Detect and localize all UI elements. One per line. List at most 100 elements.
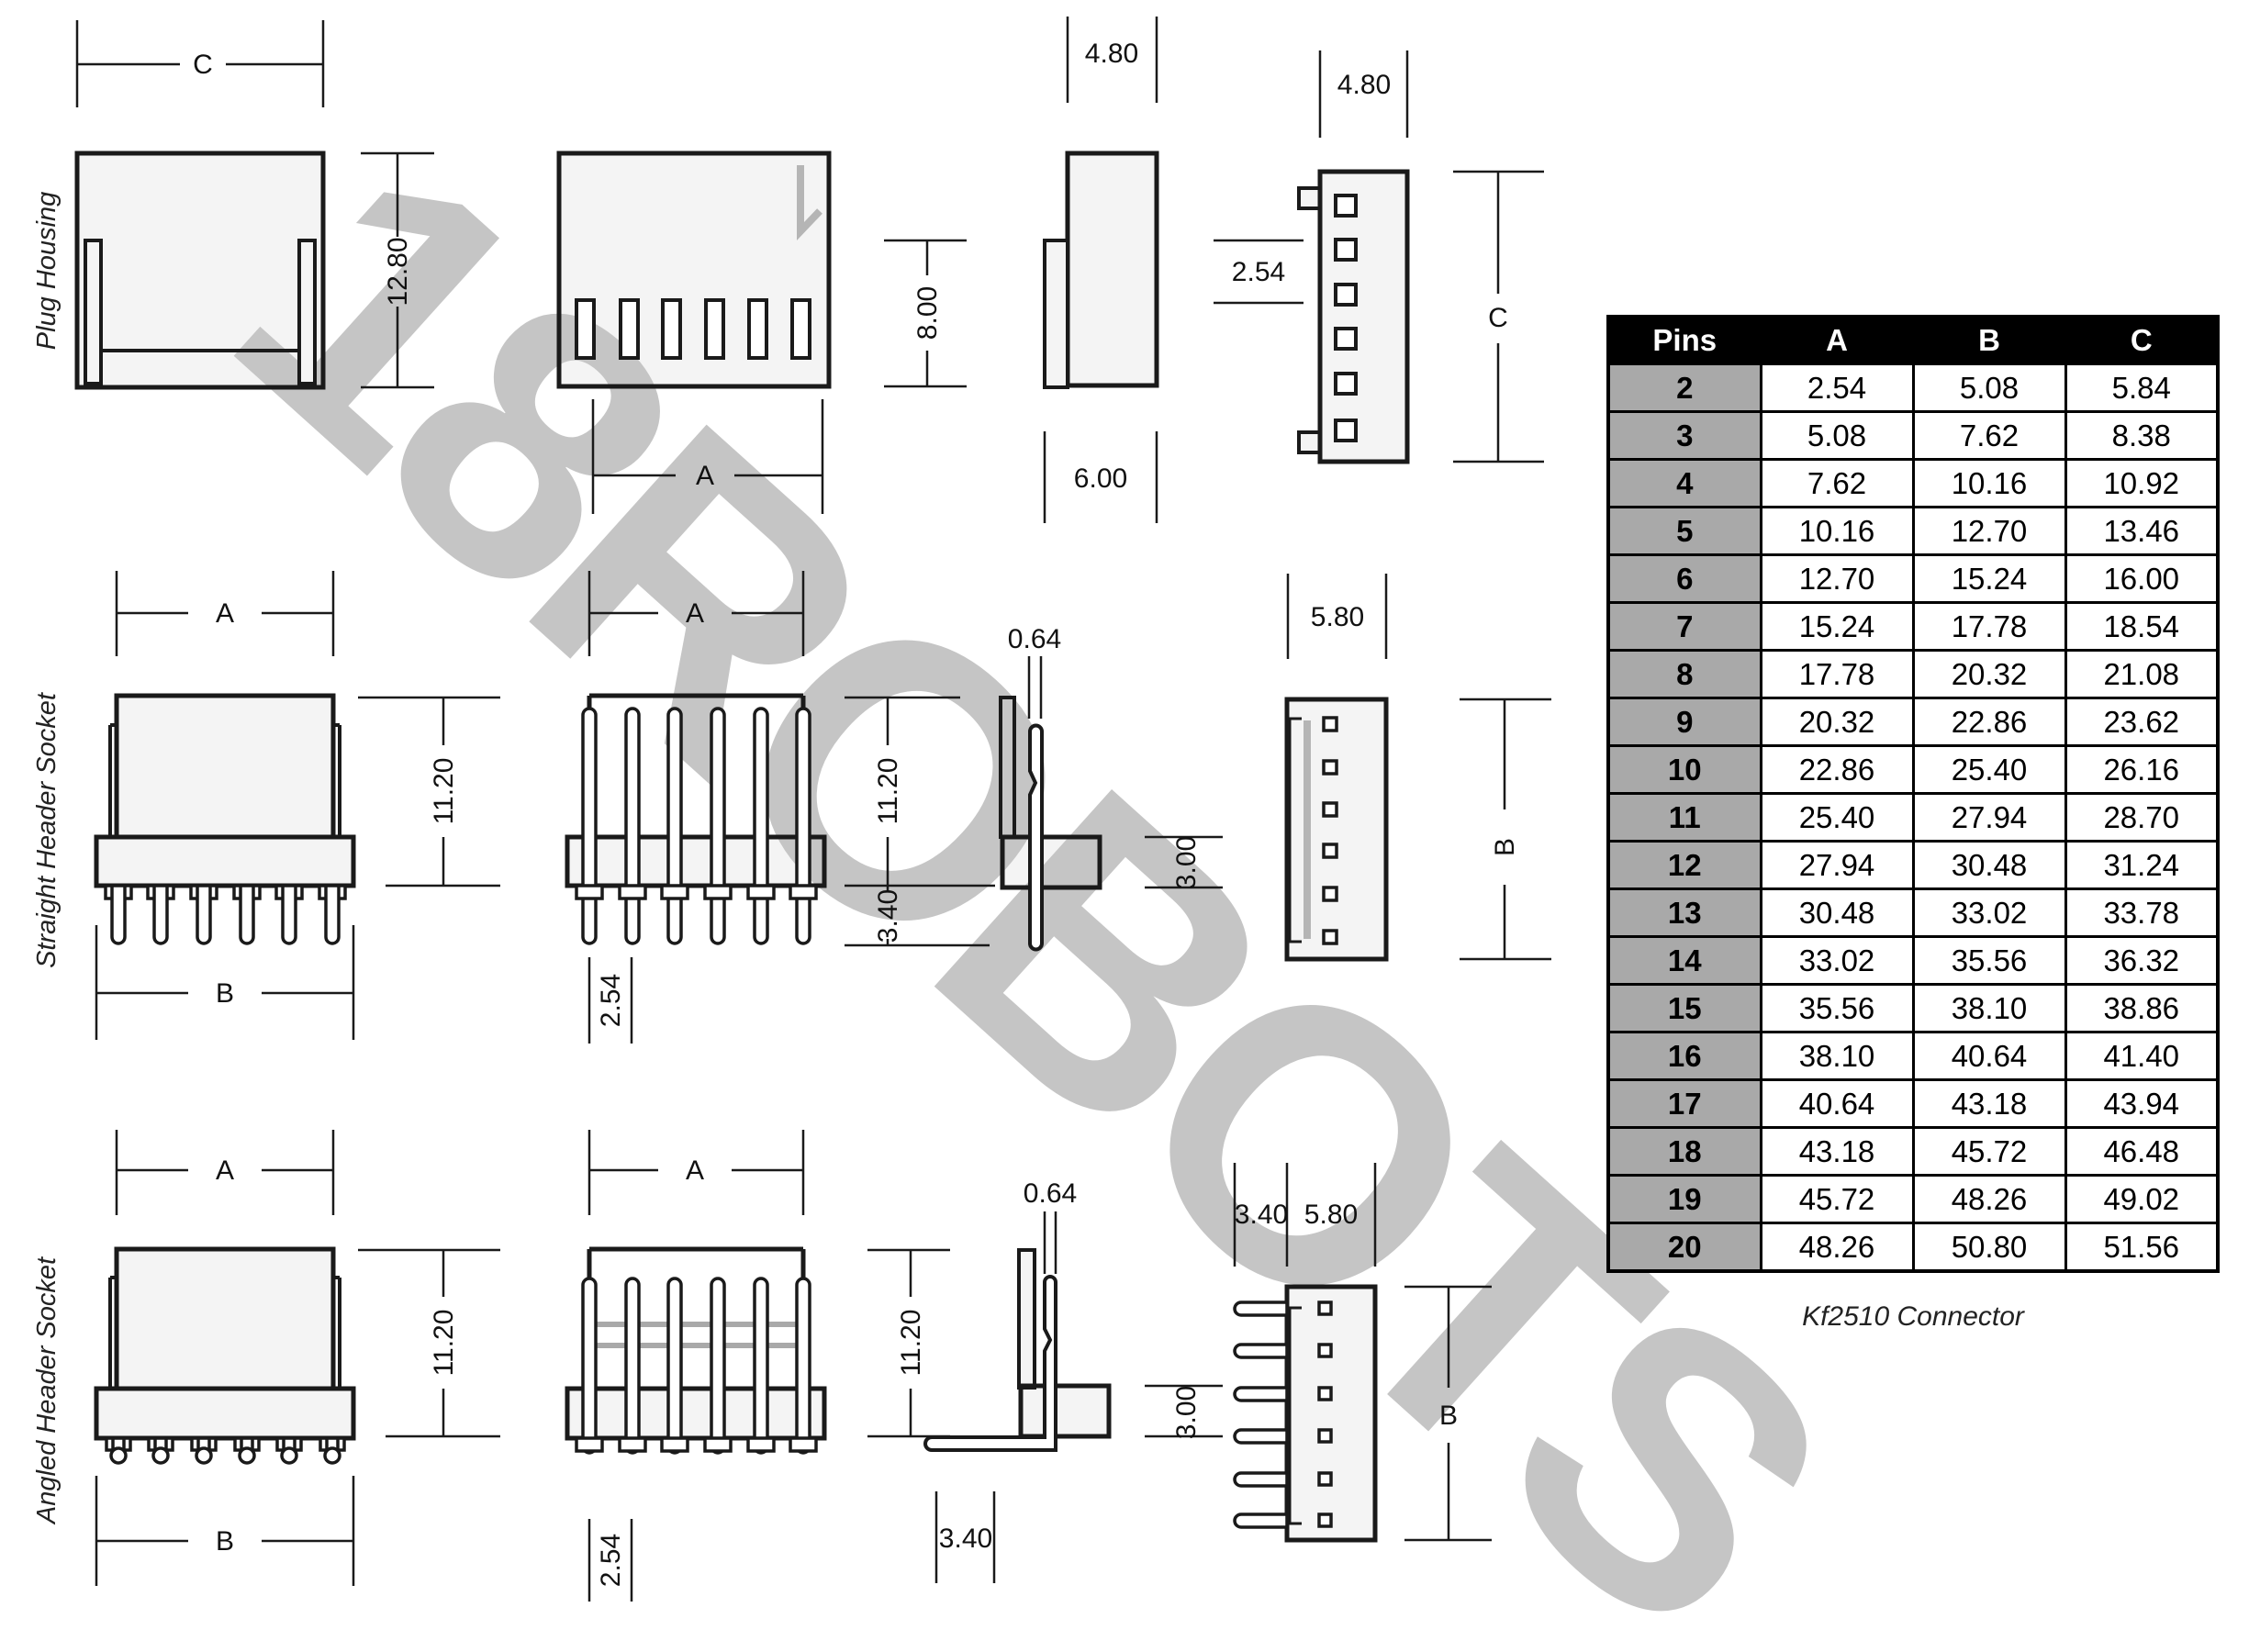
value-cell: 33.78 xyxy=(2064,887,2220,938)
value-cell: 7.62 xyxy=(1759,458,1915,508)
dim-label: 11.20 xyxy=(429,758,459,825)
dim-label: 3.40 xyxy=(1235,1200,1288,1230)
value-cell: 35.56 xyxy=(1911,935,2067,986)
value-cell: 36.32 xyxy=(2064,935,2220,986)
value-cell: 48.26 xyxy=(1759,1222,1915,1273)
pins-cell: 2 xyxy=(1606,363,1762,413)
value-cell: 23.62 xyxy=(2064,697,2220,747)
row-label-angled-header: Angled Header Socket xyxy=(32,1256,62,1525)
angled-header-rear-view xyxy=(1233,1284,1378,1543)
dim-label: 6.00 xyxy=(1074,463,1127,494)
value-cell: 20.32 xyxy=(1911,649,2067,699)
value-cell: 26.16 xyxy=(2064,744,2220,795)
value-cell: 35.56 xyxy=(1759,983,1915,1033)
value-cell: 13.46 xyxy=(2064,506,2220,556)
value-cell: 31.24 xyxy=(2064,840,2220,890)
dim-label: 0.64 xyxy=(1024,1178,1077,1209)
value-cell: 15.24 xyxy=(1911,553,2067,604)
pins-cell: 10 xyxy=(1606,744,1762,795)
value-cell: 5.84 xyxy=(2064,363,2220,413)
value-cell: 22.86 xyxy=(1911,697,2067,747)
dim-label: C xyxy=(1488,303,1508,333)
value-cell: 40.64 xyxy=(1911,1031,2067,1081)
value-cell: 12.70 xyxy=(1759,553,1915,604)
straight-header-dimensions xyxy=(95,571,1551,1044)
value-cell: 10.16 xyxy=(1911,458,2067,508)
value-cell: 51.56 xyxy=(2064,1222,2220,1273)
dim-label: B xyxy=(216,978,234,1009)
value-cell: 7.62 xyxy=(1911,410,2067,461)
pins-cell: 12 xyxy=(1606,840,1762,890)
value-cell: 43.18 xyxy=(1911,1078,2067,1129)
value-cell: 5.08 xyxy=(1911,363,2067,413)
plug-housing-side-view xyxy=(1043,151,1159,389)
dim-label: 5.80 xyxy=(1311,602,1364,632)
dim-label: 2.54 xyxy=(596,974,626,1027)
dim-label: 12.80 xyxy=(383,237,413,306)
value-cell: 38.10 xyxy=(1759,1031,1915,1081)
dim-label: 4.80 xyxy=(1085,39,1138,69)
plug-housing-views xyxy=(74,151,1410,464)
straight-header-rear-view xyxy=(1284,697,1389,962)
dim-label: 3.00 xyxy=(1171,836,1202,889)
angled-header-front-view xyxy=(94,1246,356,1465)
straight-header-pin-view xyxy=(565,693,827,945)
dim-label: 5.80 xyxy=(1304,1200,1358,1230)
value-cell: 48.26 xyxy=(1911,1174,2067,1224)
pins-cell: 20 xyxy=(1606,1222,1762,1273)
pins-cell: 16 xyxy=(1606,1031,1762,1081)
straight-header-front-view xyxy=(94,693,356,945)
pins-cell: 9 xyxy=(1606,697,1762,747)
dim-label: 8.00 xyxy=(912,286,943,340)
pins-cell: 3 xyxy=(1606,410,1762,461)
value-cell: 8.38 xyxy=(2064,410,2220,461)
latch-mark xyxy=(797,165,822,240)
pins-cell: 19 xyxy=(1606,1174,1762,1224)
value-cell: 38.10 xyxy=(1911,983,2067,1033)
value-cell: 27.94 xyxy=(1911,792,2067,843)
col-header-pins: Pins xyxy=(1606,315,1762,365)
pins-cell: 14 xyxy=(1606,935,1762,986)
row-label-straight-header: Straight Header Socket xyxy=(32,691,62,968)
value-cell: 33.02 xyxy=(1911,887,2067,938)
angled-header-pin-view xyxy=(565,1246,827,1455)
dim-label: B xyxy=(1490,838,1520,856)
dim-label: 11.20 xyxy=(873,758,903,825)
plug-housing-dimensions xyxy=(75,17,1544,523)
dim-label: A xyxy=(686,1155,704,1186)
value-cell: 20.32 xyxy=(1759,697,1915,747)
pins-cell: 4 xyxy=(1606,458,1762,508)
col-header-a: A xyxy=(1759,315,1915,365)
value-cell: 16.00 xyxy=(2064,553,2220,604)
value-cell: 17.78 xyxy=(1759,649,1915,699)
angled-header-dim-labels: A B 11.20 A 2.54 11.20 0.64 3.00 3.40 3.… xyxy=(216,1155,1458,1587)
value-cell: 40.64 xyxy=(1759,1078,1915,1129)
dim-label: 0.64 xyxy=(1008,624,1061,654)
value-cell: 50.80 xyxy=(1911,1222,2067,1273)
value-cell: 25.40 xyxy=(1911,744,2067,795)
dim-label: C xyxy=(193,50,213,80)
value-cell: 43.94 xyxy=(2064,1078,2220,1129)
value-cell: 27.94 xyxy=(1759,840,1915,890)
spec-table-header-row: Pins A B C xyxy=(1606,315,2220,365)
value-cell: 10.92 xyxy=(2064,458,2220,508)
dim-label: A xyxy=(686,598,704,629)
value-cell: 25.40 xyxy=(1759,792,1915,843)
dim-label: 2.54 xyxy=(596,1534,626,1587)
value-cell: 45.72 xyxy=(1759,1174,1915,1224)
table-caption: Kf2510 Connector xyxy=(1802,1301,2024,1332)
value-cell: 38.86 xyxy=(2064,983,2220,1033)
value-cell: 5.08 xyxy=(1759,410,1915,461)
